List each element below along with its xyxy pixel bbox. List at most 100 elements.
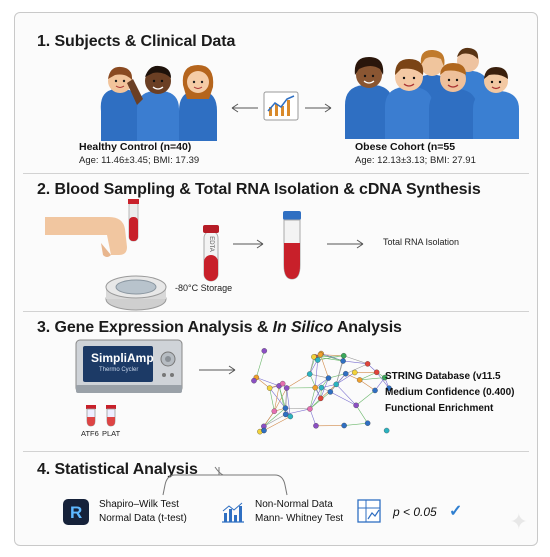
device-sub-label: Thermo Cycler — [99, 367, 139, 373]
network-edge — [269, 387, 286, 409]
network-node — [373, 369, 380, 376]
network-node — [372, 387, 378, 394]
line-chart-icon — [263, 91, 299, 121]
network-edge — [336, 372, 355, 385]
string-line-1: STRING Database (v11.5 — [385, 371, 501, 382]
network-edge — [285, 407, 310, 410]
network-edge — [309, 387, 316, 409]
plat-label: PLAT — [102, 429, 121, 438]
sparkle-icon: ✦ — [509, 509, 528, 534]
network-node — [364, 420, 371, 426]
network-edge — [309, 373, 329, 379]
r-logo-icon: R — [63, 499, 89, 525]
svg-text:R: R — [70, 503, 82, 522]
network-edge — [355, 390, 376, 406]
network-edge — [343, 355, 368, 365]
network-node — [353, 402, 359, 409]
branch-bracket — [162, 466, 288, 496]
check-icon: ✓ — [449, 503, 463, 520]
network-edge — [314, 359, 319, 388]
network-node — [327, 389, 334, 395]
network-node — [313, 423, 319, 429]
arrow-1-icon — [233, 239, 264, 249]
network-edge — [263, 414, 286, 427]
bar-chart-icon — [222, 502, 244, 523]
rna-tube-icon — [283, 211, 301, 280]
network-node — [342, 370, 349, 377]
string-network-graph — [251, 348, 392, 435]
network-node — [351, 369, 358, 376]
network-node — [307, 406, 313, 412]
network-edge — [359, 371, 377, 381]
network-edge — [269, 388, 275, 412]
network-node — [340, 352, 347, 359]
network-edge — [286, 373, 310, 389]
obese-cohort-label: Obese Cohort (n=55 — [355, 141, 456, 153]
network-edge — [309, 387, 322, 410]
network-edge — [355, 405, 368, 424]
network-edge — [320, 354, 329, 379]
network-edge — [335, 384, 357, 406]
network-node — [314, 357, 321, 363]
rna-isolation-label: Total RNA Isolation — [383, 237, 460, 247]
network-node — [333, 381, 339, 388]
section-3-title: 3. Gene Expression Analysis & In Silico … — [37, 319, 402, 337]
network-node — [364, 361, 371, 367]
network-node — [306, 371, 313, 377]
thermocycler-device — [75, 339, 183, 393]
network-node — [317, 395, 324, 402]
left-arrow-icon — [231, 103, 258, 113]
right-arrow-icon — [305, 103, 332, 113]
network-edge — [309, 356, 315, 375]
section-3-title-part1: 3. Gene Expression Analysis & — [37, 319, 273, 336]
diagram-frame: 1. Subjects & Clinical Data — [14, 12, 538, 546]
network-node — [282, 411, 289, 418]
plat-tube-icon — [106, 405, 116, 427]
network-node — [386, 385, 392, 391]
storage-label: -80°C Storage — [175, 283, 233, 293]
network-edge — [256, 377, 270, 389]
healthy-control-stats: Age: 11.46±3.45; BMI: 17.39 — [79, 155, 200, 166]
network-edge — [309, 408, 317, 426]
obese-cohort-stats: Age: 12.13±3.13; BMI: 27.91 — [355, 155, 476, 166]
network-edge — [328, 373, 346, 379]
healthy-control-label: Healthy Control (n=40) — [79, 141, 192, 153]
network-edge — [359, 379, 376, 391]
network-node — [382, 374, 388, 381]
network-edge — [359, 377, 385, 381]
section-2-title: 2. Blood Sampling & Total RNA Isolation … — [37, 181, 481, 198]
arrow-2-icon — [327, 239, 364, 249]
network-node — [287, 413, 294, 420]
network-edge — [274, 387, 287, 412]
mann-whitney-label: Mann- Whitney Test — [255, 513, 344, 524]
device-brand-label: SimpliAmp — [91, 351, 154, 365]
edta-tube-label: EDTA — [207, 236, 214, 252]
network-node — [261, 427, 267, 434]
divider-3 — [23, 451, 529, 452]
non-normal-label: Non-Normal Data — [255, 499, 333, 510]
network-edge — [263, 416, 291, 431]
network-node — [325, 375, 332, 381]
divider-2 — [23, 311, 529, 312]
network-node — [311, 354, 317, 360]
network-node — [266, 385, 273, 391]
network-edge — [263, 407, 286, 427]
network-node — [282, 405, 289, 411]
network-edge — [256, 377, 280, 387]
network-edge — [315, 356, 344, 362]
network-node — [283, 385, 290, 391]
normal-data-label: Normal Data (t-test) — [99, 513, 187, 524]
section-3-title-italic: In Silico — [272, 319, 334, 336]
string-line-2: Medium Confidence (0.400) — [385, 387, 515, 398]
network-edge — [345, 363, 368, 374]
string-line-3: Functional Enrichment — [385, 403, 494, 414]
network-node — [271, 408, 278, 414]
atf6-label: ATF6 — [81, 429, 99, 438]
network-node — [312, 384, 318, 391]
network-node — [340, 358, 346, 364]
network-edge — [344, 422, 368, 426]
network-node — [383, 427, 390, 434]
network-node — [251, 377, 257, 384]
network-edge — [335, 360, 344, 385]
network-node — [341, 422, 347, 429]
